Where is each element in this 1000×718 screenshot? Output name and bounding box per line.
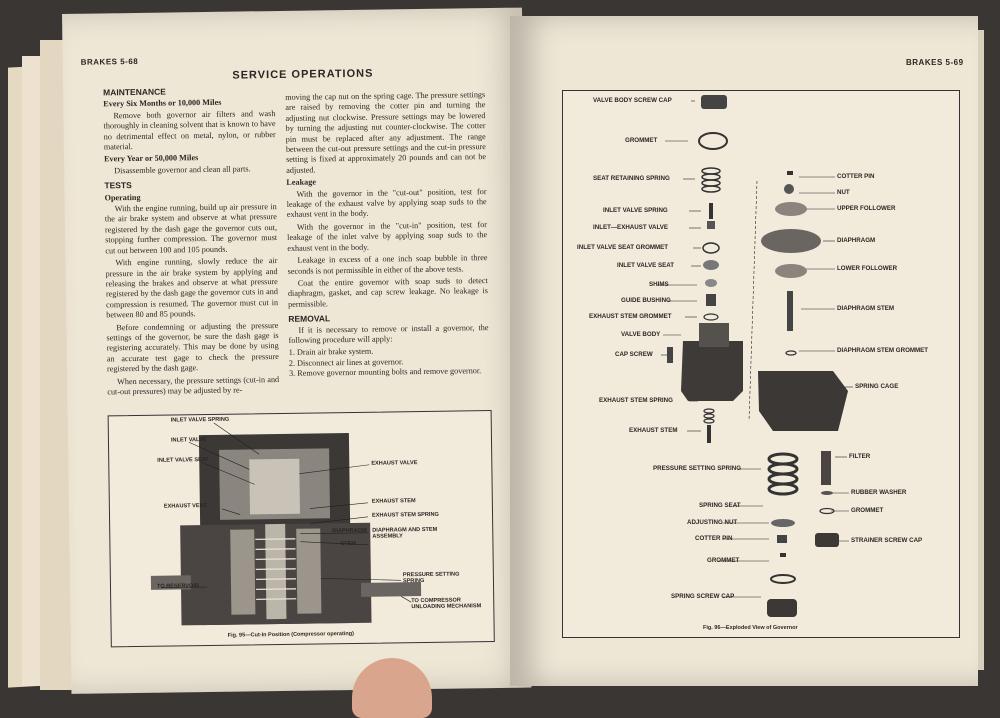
tests-heading: TESTS — [104, 180, 132, 191]
maint-1-text: Remove both governor air filters and was… — [103, 108, 276, 152]
fig96-part-label: EXHAUST STEM SPRING — [599, 397, 673, 404]
fig96-part-label: INLET—EXHAUST VALVE — [593, 224, 669, 231]
fig96-part-label: GROMMET — [851, 507, 884, 514]
fig96-part-label: PRESSURE SETTING SPRING — [653, 465, 742, 472]
fig95-label: STEM — [340, 540, 357, 548]
figure-95-cutaway: INLET VALVE SPRING INLET VALVE INLET VAL… — [107, 410, 495, 648]
fig96-part-label: DIAPHRAGM — [837, 237, 876, 244]
fig96-part-label: COTTER PIN — [837, 173, 875, 180]
pressure-setting-paragraph: moving the cap nut on the spring cage. T… — [285, 90, 487, 175]
fig95-label: EXHAUST STEM — [371, 498, 416, 505]
operating-paragraph: With engine running, slowly reduce the a… — [105, 256, 279, 320]
fig96-part-label: RUBBER WASHER — [851, 489, 907, 496]
fig96-part-label: SPRING SEAT — [699, 502, 741, 509]
operating-paragraph: When necessary, the pressure settings (c… — [107, 374, 280, 397]
fig96-part-label: GROMMET — [707, 557, 740, 564]
fig96-part-label: INLET VALVE SEAT — [617, 262, 675, 269]
fig95-label: INLET VALVE — [170, 437, 207, 444]
fig96-part-label: CAP SCREW — [615, 351, 653, 358]
fig95-label: DIAPHRAGM — [332, 527, 367, 535]
operating-paragraph: With the engine running, build up air pr… — [104, 202, 278, 256]
operating-paragraph: Before condemning or adjusting the press… — [106, 320, 279, 374]
removal-step: 3. Remove governor mounting bolts and re… — [288, 366, 482, 379]
fig96-part-label: LOWER FOLLOWER — [837, 265, 898, 272]
fig96-part-label: SHIMS — [649, 281, 669, 288]
right-page: BRAKES 5-69 — [510, 16, 978, 686]
fig96-part-label: VALVE BODY — [621, 331, 661, 338]
leakage-paragraph: Leakage in excess of a one inch soap bub… — [287, 253, 488, 276]
fig96-part-label: FILTER — [849, 453, 871, 460]
fig96-part-label: INLET VALVE SPRING — [603, 207, 668, 214]
text-column-1: MAINTENANCE Every Six Months or 10,000 M… — [103, 81, 279, 400]
fig95-label: PRESSURE SETTING SPRING — [402, 571, 460, 585]
governor-exploded-drawing — [657, 95, 853, 617]
fig96-part-label: SPRING SCREW CAP — [671, 593, 735, 600]
page-title: SERVICE OPERATIONS — [232, 67, 374, 82]
fig96-part-label: SEAT RETAINING SPRING — [593, 175, 670, 182]
fig96-part-label: GUIDE BUSHING — [621, 297, 671, 304]
fig96-part-label: ADJUSTING NUT — [687, 519, 738, 526]
figure-96-caption: Fig. 96—Exploded View of Governor — [703, 625, 798, 631]
maintenance-heading: MAINTENANCE — [103, 86, 166, 98]
fig96-part-label: VALVE BODY SCREW CAP — [593, 97, 672, 104]
left-page: BRAKES 5-68 MAINTENANCE Every Six Months… — [62, 7, 532, 694]
leakage-paragraph: With the governor in the "cut-in" positi… — [287, 219, 488, 253]
fig96-part-label: DIAPHRAGM STEM — [837, 305, 895, 312]
text-column-2: moving the cap nut on the spring cage. T… — [285, 90, 489, 379]
fig95-label: DIAPHRAGM AND STEM ASSEMBLY — [372, 526, 438, 540]
leakage-paragraph: With the governor in the "cut-out" posit… — [286, 186, 487, 220]
fig95-label: EXHAUST STEM SPRING — [371, 511, 439, 519]
fig96-part-label: COTTER PIN — [695, 535, 733, 542]
fig96-part-label: SPRING CAGE — [855, 383, 899, 390]
removal-intro: If it is necessary to remove or install … — [288, 322, 489, 345]
fig96-part-label: GROMMET — [625, 137, 658, 144]
leakage-paragraph: Coat the entire governor with soap suds … — [287, 275, 488, 309]
fig95-label: TO RESERVOIR — [156, 583, 200, 590]
maint-2-text: Disassemble governor and clean all parts… — [114, 164, 251, 176]
fig96-part-label: EXHAUST STEM GROMMET — [589, 313, 672, 320]
fig95-label: EXHAUST VALVE — [371, 460, 418, 467]
governor-cutaway-drawing — [150, 422, 422, 626]
fig96-part-label: EXHAUST STEM — [629, 427, 678, 434]
fig96-part-label: INLET VALVE SEAT GROMMET — [577, 244, 669, 251]
fig95-label: INLET VALVE SPRING — [170, 416, 230, 424]
removal-steps: 1. Drain air brake system. 2. Disconnect… — [289, 345, 489, 379]
fig96-part-label: STRAINER SCREW CAP — [851, 537, 923, 544]
fig96-part-label: UPPER FOLLOWER — [837, 205, 896, 212]
fig95-label: INLET VALVE SEAT — [157, 456, 209, 464]
fig95-label: EXHAUST VENT — [163, 503, 208, 510]
figure-96-exploded-view: VALVE BODY SCREW CAP GROMMET SEAT RETAIN… — [562, 90, 960, 638]
fig96-part-label: DIAPHRAGM STEM GROMMET — [837, 347, 929, 354]
fig95-label: TO COMPRESSOR UNLOADING MECHANISM — [411, 597, 482, 611]
page-header: BRAKES 5-68 — [80, 56, 139, 67]
fig96-part-label: NUT — [837, 189, 850, 196]
thumb — [352, 658, 432, 718]
page-header: BRAKES 5-69 — [906, 58, 964, 67]
